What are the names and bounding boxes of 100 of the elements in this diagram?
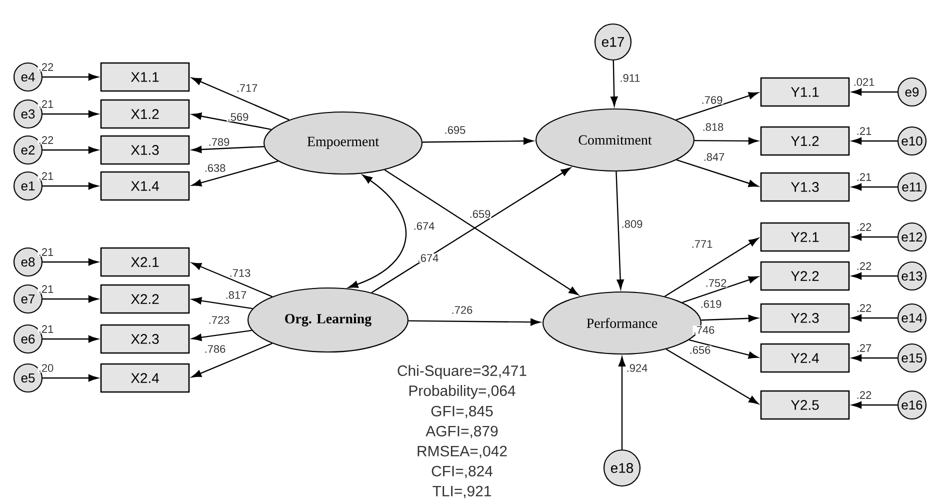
fit-statistic: AGFI=,879 <box>426 426 498 438</box>
arrow <box>852 183 898 191</box>
fit-statistic: TLI=,921 <box>432 486 491 498</box>
edge-label: .638 <box>204 164 226 172</box>
arrow <box>852 137 898 145</box>
edge-label: .21 <box>38 248 54 256</box>
arrow <box>688 339 758 359</box>
edge-label: .619 <box>700 300 722 308</box>
arrow <box>676 159 758 187</box>
edge-label: .21 <box>38 100 54 108</box>
indicator-box: X2.2 <box>100 284 190 314</box>
edge-label: .22 <box>856 262 872 270</box>
arrow <box>852 401 898 409</box>
arrow <box>42 335 98 343</box>
arrow <box>42 146 98 154</box>
edge-label: .717 <box>236 84 258 92</box>
edge-label: .809 <box>620 220 644 228</box>
arrow <box>42 374 98 382</box>
arrow <box>694 137 758 145</box>
arrow <box>42 73 98 81</box>
edge-label: .752 <box>704 278 728 288</box>
edge-label: .847 <box>702 152 726 162</box>
arrow <box>42 182 98 190</box>
arrow <box>192 160 278 186</box>
arrow <box>192 77 290 120</box>
edge-label: .911 <box>619 74 641 82</box>
indicator-box: Y1.2 <box>760 126 850 156</box>
arrow <box>42 110 98 118</box>
arrow <box>192 262 272 298</box>
arrow <box>408 318 540 326</box>
indicator-box: Y1.1 <box>760 77 850 107</box>
edge-label: .674 <box>416 254 440 262</box>
indicator-box: Y2.1 <box>760 222 850 252</box>
arrow <box>192 146 264 154</box>
edge-label: .726 <box>450 306 474 314</box>
indicator-box: Y2.5 <box>760 390 850 420</box>
arrow <box>852 233 898 241</box>
edge-label: .771 <box>690 240 714 248</box>
edge-label: .22 <box>856 222 872 232</box>
edge-label: .659 <box>468 210 492 218</box>
indicator-box: X1.4 <box>100 171 190 201</box>
arrow <box>616 172 624 290</box>
edge-label: .656 <box>688 346 712 354</box>
edge-label: .22 <box>38 136 54 144</box>
edge-label: .674 <box>412 222 436 230</box>
edge-label: .22 <box>856 304 872 312</box>
arrow <box>676 92 758 120</box>
edge-label: .22 <box>38 62 54 72</box>
indicator-box: X1.1 <box>100 62 190 92</box>
arrow <box>422 137 534 145</box>
arrow <box>852 354 898 362</box>
indicator-box: Y1.3 <box>760 172 850 202</box>
arrow <box>42 295 98 303</box>
fit-statistic: GFI=,845 <box>431 406 493 418</box>
edge-label: .21 <box>856 126 872 136</box>
fit-statistic: RMSEA=,042 <box>418 446 507 458</box>
indicator-box: X2.1 <box>100 247 190 277</box>
indicator-box: X1.3 <box>100 135 190 165</box>
indicator-box: X2.4 <box>100 363 190 393</box>
arrow <box>852 272 898 280</box>
edge-label: .746 <box>692 326 716 334</box>
arrow <box>701 314 758 322</box>
fit-statistic: CFI=,824 <box>432 466 492 478</box>
edge-label: .22 <box>856 390 872 400</box>
indicator-box: Y2.3 <box>760 303 850 333</box>
indicator-box: Y2.4 <box>760 343 850 373</box>
indicator-box: X2.3 <box>100 324 190 354</box>
indicator-box: X1.2 <box>100 99 190 129</box>
arrow <box>664 238 759 297</box>
edge-label: .818 <box>702 122 724 132</box>
edge-label: .20 <box>38 364 54 372</box>
double-arrow <box>348 174 406 288</box>
indicator-box: Y2.2 <box>760 261 850 291</box>
fit-statistic: Probability=,064 <box>409 385 516 399</box>
arrow <box>192 330 252 342</box>
arrow <box>192 342 272 378</box>
edge-label: .713 <box>228 268 252 278</box>
edge-label: .21 <box>38 172 54 180</box>
arrow <box>852 314 898 322</box>
edge-label: .789 <box>208 138 230 146</box>
edge-label: .21 <box>38 324 54 334</box>
edge-label: .769 <box>700 96 724 104</box>
arrow <box>42 258 98 266</box>
arrow <box>666 348 759 404</box>
edge-label: .924 <box>626 364 648 372</box>
edge-label: .21 <box>38 284 54 294</box>
fit-statistic: Chi-Square=32,471 <box>398 365 526 379</box>
edge-label: .817 <box>224 290 248 300</box>
edge-label: .786 <box>204 344 226 354</box>
arrow <box>682 276 758 304</box>
edge-label: .569 <box>226 112 250 122</box>
arrow <box>610 60 618 106</box>
edge-label: .695 <box>444 126 466 134</box>
edge-label: .021 <box>852 78 876 86</box>
arrow <box>192 112 272 130</box>
arrow <box>852 88 898 96</box>
edge-label: .21 <box>856 172 872 182</box>
arrow <box>618 356 626 450</box>
edge-label: .723 <box>208 316 230 324</box>
edge-label: .27 <box>856 344 872 352</box>
